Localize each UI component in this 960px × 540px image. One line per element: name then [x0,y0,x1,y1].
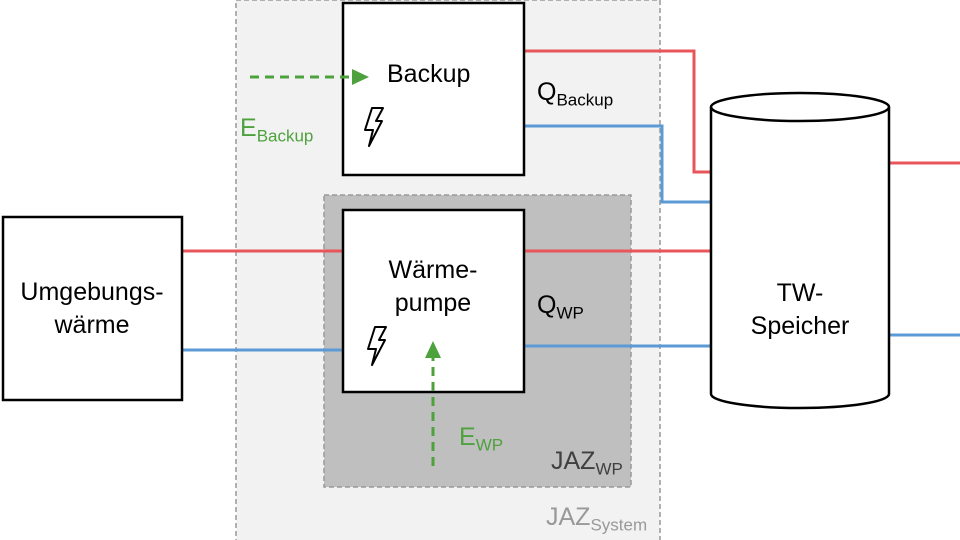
backup-label: Backup [387,60,471,88]
e-wp-arrowhead [425,341,441,358]
q-wp-label: QWP [537,291,584,323]
tw-speicher-label: TW- Speicher [751,277,850,343]
e-backup-arrowhead [352,69,369,85]
umgebungswaerme-line1: Umgebungs- [20,278,164,306]
umgebungswaerme-box [1,215,184,402]
jaz-system-sub: System [590,515,648,535]
jaz-wp-label: JAZWP [551,447,623,479]
hot-pipe-backup-speicher [524,49,711,174]
umgebungswaerme-label: Umgebungs- wärme [20,276,163,342]
e-wp-main: E [459,423,476,451]
tw-speicher-line2: Speicher [750,312,850,340]
jaz-system-main: JAZ [546,503,591,531]
q-backup-sub: Backup [556,90,614,110]
e-backup-sub: Backup [256,126,314,146]
waermepumpe-label: Wärme- pumpe [389,254,478,320]
q-backup-main: Q [537,78,557,106]
q-wp-main: Q [537,291,557,319]
tw-speicher-tank [709,91,891,410]
lightning-icon [364,107,384,147]
q-backup-label: QBackup [537,78,614,110]
jaz-system-label: JAZSystem [546,503,648,535]
umgebungswaerme-line2: wärme [54,311,130,339]
e-backup-main: E [240,114,257,142]
e-backup-label: EBackup [240,114,314,146]
jaz-wp-main: JAZ [551,447,596,475]
tw-speicher-rim [709,106,891,123]
tw-speicher-line1: TW- [776,279,824,307]
e-wp-label: EWP [459,423,504,455]
jaz-wp-sub: WP [595,459,623,479]
waermepumpe-line1: Wärme- [388,256,478,284]
waermepumpe-line2: pumpe [394,289,472,317]
e-wp-sub: WP [475,435,504,455]
backup-box [341,1,526,177]
q-wp-sub: WP [556,303,584,323]
cold-pipe-backup-speicher [524,124,711,204]
lightning-icon [367,326,387,366]
